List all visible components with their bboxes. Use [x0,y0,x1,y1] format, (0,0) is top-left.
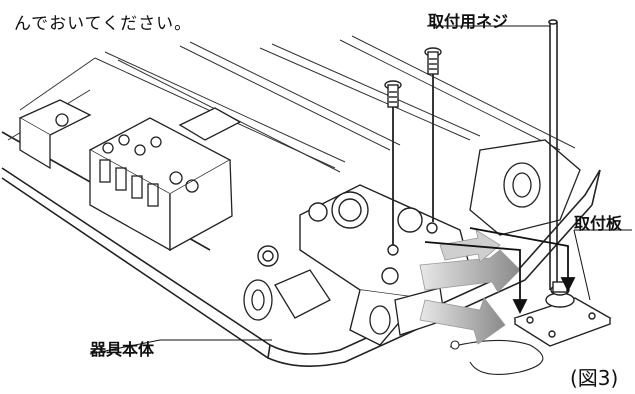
holder-clips [243,269,446,336]
intro-text: んでおいてください。 [14,14,193,34]
label-fixture-body: 器具本体 [90,340,155,359]
label-mounting-screw: 取付用ネジ [428,12,509,31]
leader-lines [89,25,632,355]
hanger-rod [548,19,558,290]
left-bracket [18,99,92,170]
figure-caption: (図3) [570,366,619,390]
guide-lines [424,227,576,315]
right-end-cap [469,139,581,236]
mounting-screws [384,47,442,245]
mounting-plate [513,281,612,347]
terminal-block [88,107,242,252]
safety-wire [449,339,544,375]
label-mounting-plate: 取付板 [574,214,623,233]
